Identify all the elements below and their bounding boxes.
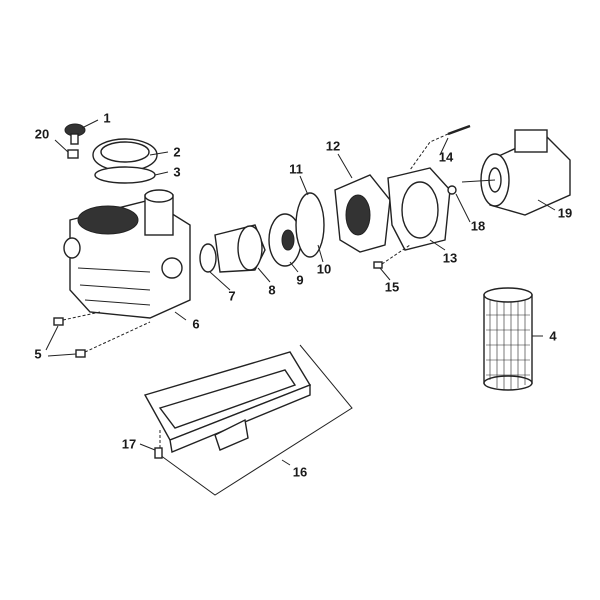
part-seal-plate (334, 174, 391, 253)
callout-20: 20 (34, 126, 50, 142)
part-diffuser (214, 224, 266, 273)
part-motor-mounting-plate (387, 167, 451, 251)
part-screw (373, 261, 383, 269)
part-motor (461, 129, 571, 216)
callout-14: 14 (438, 149, 454, 165)
callout-7: 7 (228, 288, 236, 304)
part-pump-housing (63, 189, 191, 319)
callout-17: 17 (121, 436, 137, 452)
part-drain-knob (64, 123, 86, 145)
callout-9: 9 (296, 272, 304, 288)
callout-11: 11 (289, 161, 303, 177)
part-housing-screws (53, 311, 151, 358)
part-base-screw (154, 447, 163, 459)
part-cover-o-ring (94, 166, 156, 184)
callout-13: 13 (442, 250, 458, 266)
part-gasket (295, 192, 325, 258)
callout-19: 19 (557, 205, 573, 221)
callout-1: 1 (103, 110, 111, 126)
part-drain-plug (67, 149, 79, 159)
callout-4: 4 (549, 328, 557, 344)
callout-8: 8 (268, 282, 276, 298)
part-diffuser-o-ring (199, 243, 217, 273)
callout-10: 10 (316, 261, 332, 277)
part-bolt (447, 124, 471, 136)
part-washer (447, 185, 457, 195)
callout-5: 5 (34, 346, 42, 362)
callout-3: 3 (173, 164, 181, 180)
callout-15: 15 (384, 279, 400, 295)
callout-6: 6 (192, 316, 200, 332)
callout-18: 18 (470, 218, 486, 234)
part-strainer-basket (483, 287, 533, 391)
callout-12: 12 (325, 138, 341, 154)
callout-16: 16 (292, 464, 308, 480)
callout-2: 2 (173, 144, 181, 160)
part-motor-support-base (143, 344, 353, 496)
part-strainer-cover (92, 138, 158, 172)
